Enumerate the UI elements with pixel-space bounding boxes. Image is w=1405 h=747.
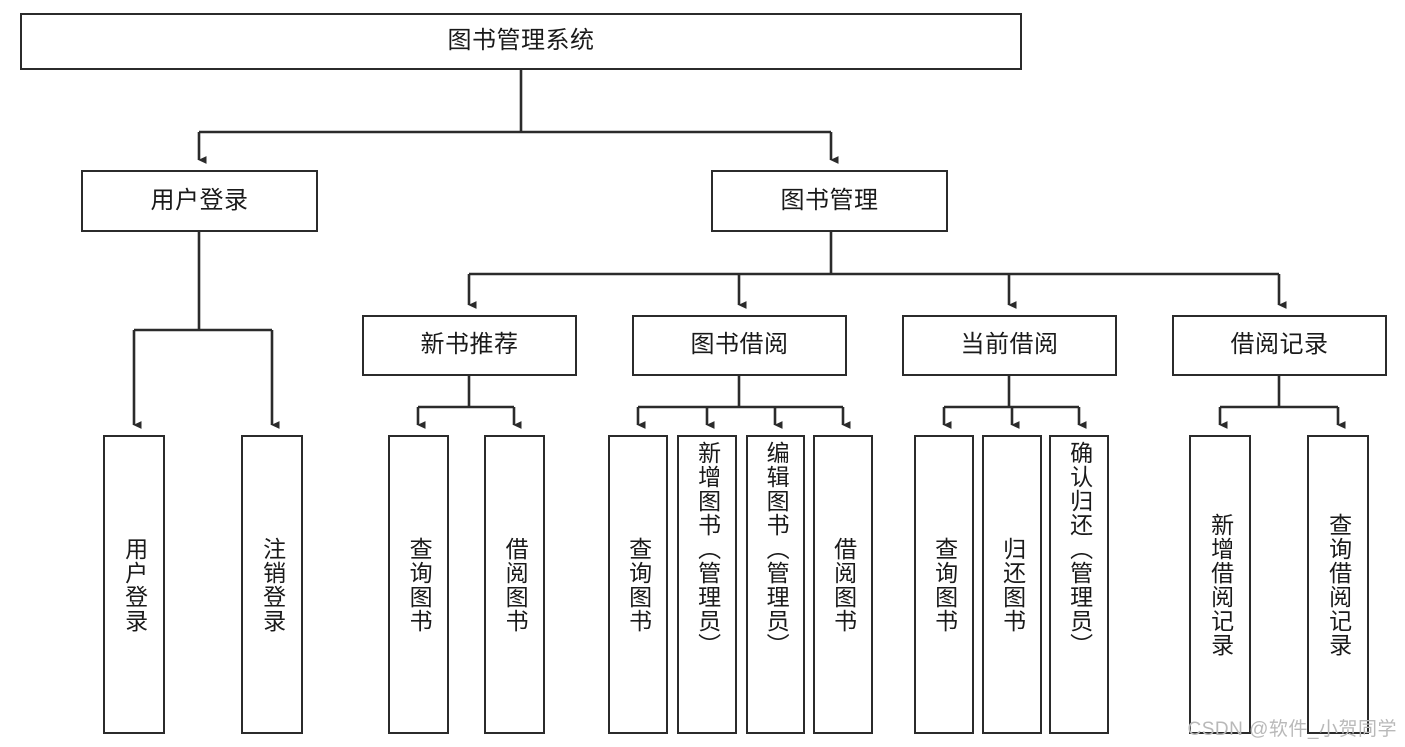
node-leaf-user-login-label: 用户登录 (121, 536, 148, 633)
node-leaf-user-login[interactable]: 用户登录 (103, 435, 165, 734)
node-leaf-query-book-3-label: 查询图书 (931, 536, 958, 633)
node-leaf-edit-book-label: 编辑图书（管理员） (763, 441, 790, 657)
node-leaf-borrow-book-1[interactable]: 借阅图书 (484, 435, 545, 734)
node-current-borrow[interactable]: 当前借阅 (902, 315, 1117, 376)
node-user-login-label: 用户登录 (150, 186, 249, 214)
node-book-borrow-label: 图书借阅 (690, 331, 789, 359)
node-leaf-query-book-1[interactable]: 查询图书 (388, 435, 449, 734)
node-leaf-add-book[interactable]: 新增图书（管理员） (677, 435, 737, 734)
node-new-book-recommend[interactable]: 新书推荐 (362, 315, 577, 376)
node-borrow-record[interactable]: 借阅记录 (1172, 315, 1387, 376)
node-leaf-query-book-2[interactable]: 查询图书 (608, 435, 668, 734)
node-book-manage-label: 图书管理 (780, 186, 879, 214)
node-leaf-borrow-book-2[interactable]: 借阅图书 (813, 435, 873, 734)
node-current-borrow-label: 当前借阅 (960, 331, 1059, 359)
node-leaf-borrow-book-2-label: 借阅图书 (830, 536, 857, 633)
node-root-label: 图书管理系统 (447, 27, 595, 55)
node-leaf-add-record-label: 新增借阅记录 (1207, 512, 1234, 657)
node-leaf-query-record[interactable]: 查询借阅记录 (1307, 435, 1369, 734)
node-leaf-return-book[interactable]: 归还图书 (982, 435, 1042, 734)
node-leaf-user-logout-label: 注销登录 (259, 536, 286, 633)
node-leaf-query-book-3[interactable]: 查询图书 (914, 435, 974, 734)
node-leaf-query-book-1-label: 查询图书 (406, 536, 433, 633)
node-book-manage[interactable]: 图书管理 (711, 170, 948, 232)
node-leaf-borrow-book-1-label: 借阅图书 (502, 536, 529, 633)
node-leaf-edit-book[interactable]: 编辑图书（管理员） (746, 435, 805, 734)
node-leaf-confirm-return[interactable]: 确认归还（管理员） (1049, 435, 1109, 734)
node-new-book-recommend-label: 新书推荐 (420, 331, 519, 359)
node-leaf-user-logout[interactable]: 注销登录 (241, 435, 303, 734)
node-leaf-confirm-return-label: 确认归还（管理员） (1066, 441, 1093, 657)
node-leaf-query-book-2-label: 查询图书 (625, 536, 652, 633)
node-leaf-add-record[interactable]: 新增借阅记录 (1189, 435, 1251, 734)
node-book-borrow[interactable]: 图书借阅 (632, 315, 847, 376)
node-leaf-add-book-label: 新增图书（管理员） (694, 441, 721, 657)
node-root[interactable]: 图书管理系统 (20, 13, 1022, 70)
node-leaf-query-record-label: 查询借阅记录 (1325, 512, 1352, 657)
node-borrow-record-label: 借阅记录 (1230, 331, 1329, 359)
node-user-login[interactable]: 用户登录 (81, 170, 318, 232)
node-leaf-return-book-label: 归还图书 (999, 536, 1026, 633)
